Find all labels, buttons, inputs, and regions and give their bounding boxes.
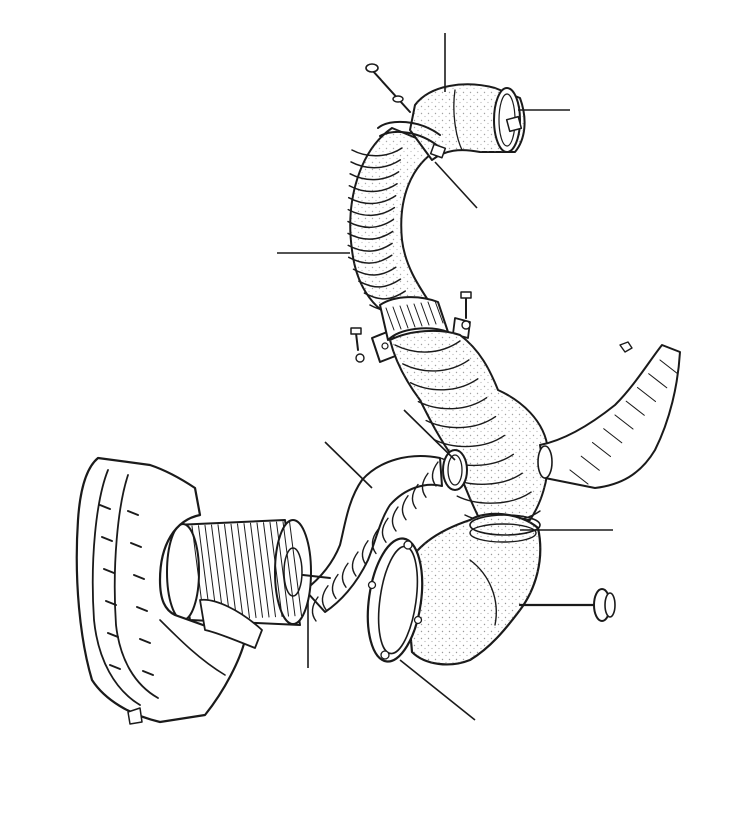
filter-pleat (276, 521, 289, 617)
filter-pleat (282, 521, 296, 617)
connector-groove (427, 301, 437, 325)
scoop-rib (614, 414, 634, 430)
housing-slot (103, 568, 115, 574)
callout-leaders (277, 33, 613, 721)
connector-groove (406, 304, 416, 328)
air-filter-element (166, 519, 331, 626)
scoop-rib (659, 359, 679, 375)
duct-rib (417, 396, 488, 410)
filter-pleat (250, 522, 263, 618)
scoop-rib (603, 428, 623, 444)
duct-rib (431, 461, 439, 487)
callout-leader-6 (324, 441, 373, 489)
duct-rib (425, 415, 497, 429)
duct-rib (456, 491, 532, 504)
duct-rib (421, 472, 429, 498)
housing-slot (142, 670, 154, 676)
scoop-rib (569, 469, 589, 485)
connector-groove (420, 302, 430, 326)
duct-rib (341, 562, 349, 588)
duct-rib (401, 495, 409, 521)
housing-slot (107, 632, 119, 638)
duct-rib (371, 528, 379, 555)
scoop-rib (591, 441, 612, 458)
housing-slot (136, 606, 148, 612)
housing-slot (101, 536, 113, 542)
duct-rib (361, 540, 369, 566)
connector-groove (392, 306, 402, 330)
duct-rib (348, 183, 398, 193)
callout-leader-9 (399, 659, 476, 721)
duct-rib (402, 359, 470, 372)
duct-rib (411, 483, 419, 510)
filter-pleat (224, 524, 237, 619)
duct-rib (433, 434, 506, 448)
duct-rib (394, 340, 461, 353)
flexible-duct-main (389, 329, 550, 523)
callout-leader-3 (434, 161, 478, 209)
bolt (350, 291, 472, 351)
housing-slot (105, 600, 117, 606)
filter-pleat (256, 522, 270, 618)
connector-groove (385, 307, 395, 331)
duct-rib (347, 194, 397, 205)
retaining-stud (365, 63, 411, 113)
hose-clip (377, 115, 523, 159)
duct-rib (350, 159, 402, 169)
housing-slot (130, 542, 142, 548)
duct-rib (352, 266, 397, 276)
duct-rib (331, 573, 339, 600)
duct-rib (351, 551, 359, 577)
duct-rib (381, 517, 389, 543)
filter-pleat (269, 521, 283, 617)
duct-rib (347, 218, 395, 229)
connector-groove (434, 300, 444, 324)
nut (355, 320, 633, 363)
filter-pleat (263, 522, 276, 618)
filter-pleat (243, 523, 257, 619)
duct-rib (349, 171, 400, 181)
housing-slot (127, 510, 139, 516)
fan-housing-flange (366, 537, 424, 663)
air-cleaner-housing (75, 456, 263, 725)
duct-rib (321, 585, 329, 611)
callout-leader-5 (403, 409, 456, 461)
duct-rib (391, 506, 399, 532)
duct-rib (358, 278, 402, 288)
duct-rib (347, 242, 393, 252)
connector-groove (399, 305, 409, 329)
filter-pleat (237, 523, 250, 619)
connector-groove (413, 303, 423, 327)
duct-rib (311, 596, 319, 622)
scoop-rib (580, 455, 600, 471)
retaining-stud-lower (518, 588, 616, 622)
duct-rib (347, 254, 393, 264)
housing-slot (139, 638, 151, 644)
duct-y-junction (403, 512, 542, 666)
duct-rib (347, 206, 396, 217)
flexible-duct-upper (347, 127, 441, 316)
housing-slot (99, 504, 111, 510)
hose-connector-ring (442, 449, 468, 491)
duct-rib (351, 147, 403, 157)
scoop-rib (648, 373, 668, 389)
scoop-rib (625, 400, 645, 416)
duct-rib (409, 378, 479, 391)
scoop-duct (537, 344, 681, 489)
duct-rib (347, 230, 394, 240)
housing-slot (133, 574, 145, 580)
filter-pleat (217, 524, 231, 620)
housing-slot (109, 664, 121, 670)
duct-rib (363, 290, 406, 300)
filter-pleat (289, 521, 302, 616)
filter-pleat (230, 523, 244, 619)
scoop-rib (636, 386, 657, 403)
air-duct-elbow (409, 83, 526, 161)
